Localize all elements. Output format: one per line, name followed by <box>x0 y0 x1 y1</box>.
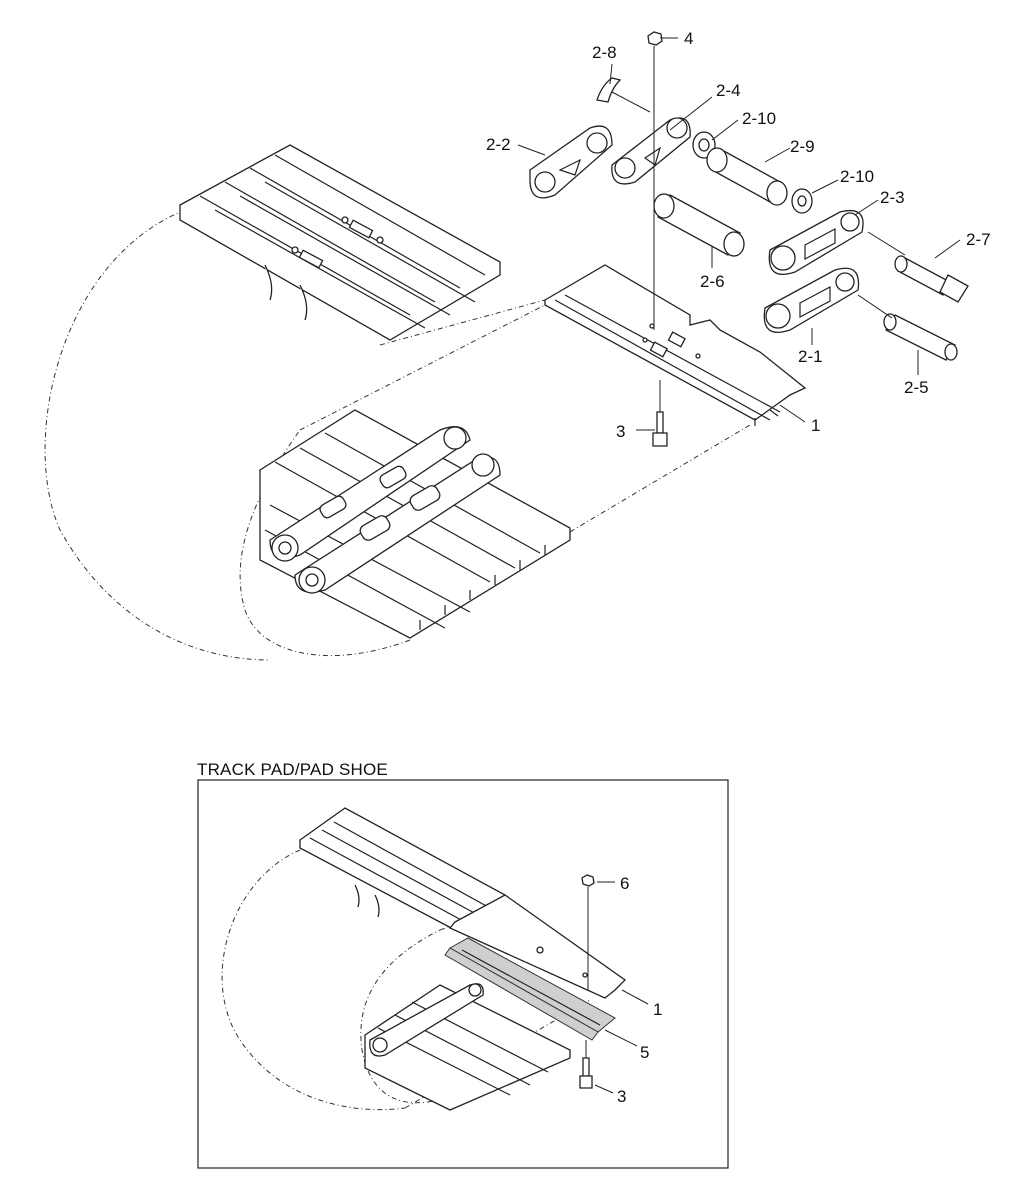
track-link-chain <box>269 426 501 594</box>
part-2-3-link <box>768 209 864 276</box>
inset-upper-shoes <box>299 807 506 931</box>
part-4-nut <box>647 31 663 330</box>
inset-part-6-nut <box>581 874 595 990</box>
inset-lower-shoes <box>364 983 571 1111</box>
inset-leader-lines <box>594 881 649 1094</box>
part-2-1-link <box>763 267 860 334</box>
label-2-3: 2-3 <box>880 188 905 207</box>
label-2-4: 2-4 <box>716 81 741 100</box>
inset-part-3-bolt <box>579 1040 593 1089</box>
label-4: 4 <box>684 29 693 48</box>
inset-title: TRACK PAD/PAD SHOE <box>197 760 388 779</box>
part-2-6-bushing <box>653 193 745 257</box>
part-2-2-link <box>529 125 613 199</box>
part-2-7-pin <box>894 255 969 303</box>
part-2-8-pin <box>596 77 622 103</box>
inset-label-5: 5 <box>640 1043 649 1062</box>
label-2-1: 2-1 <box>798 347 823 366</box>
part-2-5-pin <box>883 313 958 361</box>
inset-label-1: 1 <box>653 1000 662 1019</box>
part-2-10-seal-b <box>791 188 813 214</box>
part-3-bolt <box>652 380 668 447</box>
part-2-10-seal-a <box>692 131 716 159</box>
label-2-7: 2-7 <box>966 230 991 249</box>
track-shoe-plate <box>544 264 807 426</box>
part-2-4-link <box>611 117 691 185</box>
part-2-9-bushing <box>706 147 788 206</box>
label-2-10-a: 2-10 <box>742 109 776 128</box>
inset-label-3: 3 <box>617 1087 626 1106</box>
label-2-2: 2-2 <box>486 135 511 154</box>
label-2-5: 2-5 <box>904 378 929 397</box>
main-leader-lines <box>517 37 961 431</box>
inset-frame <box>197 779 729 1169</box>
inset-shoe-plate <box>448 894 627 999</box>
label-2-9: 2-9 <box>790 137 815 156</box>
label-2-8: 2-8 <box>592 43 617 62</box>
label-1: 1 <box>811 416 820 435</box>
inset-rubber-pad <box>444 937 616 1041</box>
inset-label-6: 6 <box>620 874 629 893</box>
label-2-10-b: 2-10 <box>840 167 874 186</box>
track-loop-outline <box>44 209 751 661</box>
label-2-6: 2-6 <box>700 272 725 291</box>
upper-track-shoes <box>179 144 501 341</box>
label-3: 3 <box>616 422 625 441</box>
